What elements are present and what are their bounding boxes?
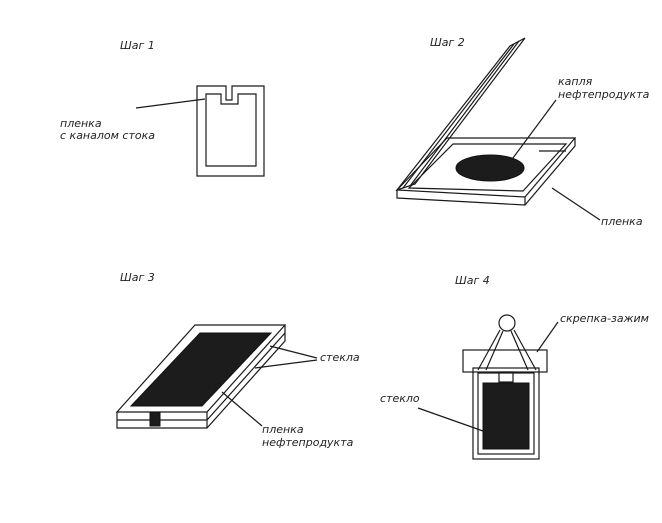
step1-title: Шаг 1 bbox=[120, 39, 155, 52]
step3-film-label-line2: нефтепродукта bbox=[262, 436, 354, 449]
step1-film-label-line1: пленка bbox=[60, 117, 102, 130]
step3-assembly bbox=[115, 324, 287, 429]
step2-drop-label-line2: нефтепродукта bbox=[558, 88, 650, 101]
step4-clip-leader bbox=[536, 321, 559, 353]
step3-glass-label: стекла bbox=[320, 351, 360, 364]
step2-oil-drop bbox=[455, 154, 525, 182]
step3-glass-leader-2 bbox=[254, 359, 318, 369]
step1-film bbox=[196, 85, 265, 177]
step4-glass-label: стекло bbox=[380, 392, 420, 405]
step1-film-label-line2: с каналом стока bbox=[60, 129, 155, 142]
step3-glass-leader-1 bbox=[269, 345, 318, 359]
step2-film-label: пленка bbox=[601, 215, 643, 228]
step3-film-leader bbox=[221, 391, 263, 427]
step3-film-label-line1: пленка bbox=[262, 423, 304, 436]
step2-assembly bbox=[395, 37, 577, 206]
step2-title: Шаг 2 bbox=[430, 36, 465, 49]
step2-drop-label-line1: капля bbox=[558, 75, 593, 88]
step3-title: Шаг 3 bbox=[120, 271, 155, 284]
step4-assembly bbox=[462, 314, 548, 460]
step2-drop-leader bbox=[509, 99, 557, 163]
step4-title: Шаг 4 bbox=[455, 274, 490, 287]
step4-clip-label: скрепка-зажим bbox=[560, 312, 649, 325]
step2-film-leader bbox=[551, 187, 601, 221]
step1-film-leader bbox=[135, 98, 206, 109]
step4-glass-leader bbox=[417, 407, 484, 432]
